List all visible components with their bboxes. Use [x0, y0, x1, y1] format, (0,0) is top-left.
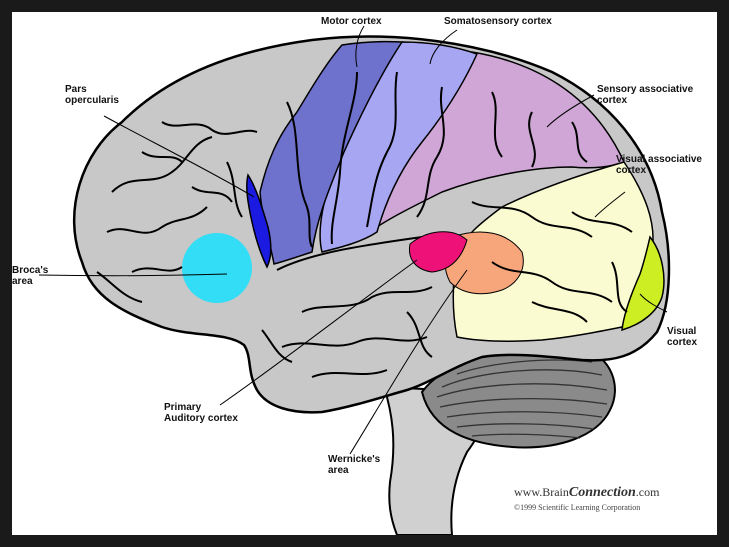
label-pars-opercularis-line1: Pars	[65, 84, 87, 95]
site-credit-suffix: .com	[635, 485, 660, 499]
label-visual-cortex-line2: cortex	[667, 337, 698, 348]
gyri-lines	[96, 71, 633, 378]
label-visual-associative-line1: Visual associative	[616, 154, 702, 165]
copyright-notice: ©1999 Scientific Learning Corporation	[514, 503, 641, 512]
label-motor-cortex: Motor cortex	[321, 16, 382, 27]
label-wernickes-area-line2: area	[328, 465, 349, 476]
motor-region	[259, 40, 404, 265]
brain-illustration	[38, 25, 671, 535]
label-primary-auditory-line2: Auditory cortex	[164, 413, 238, 424]
label-pars-opercularis: Pars opercularis	[65, 84, 119, 106]
diagram-frame: Motor cortex Somatosensory cortex Pars o…	[12, 12, 717, 535]
primary-auditory-region	[408, 231, 468, 273]
label-visual-associative-cortex: Visual associative cortex	[616, 154, 702, 176]
brocas-area-region	[182, 233, 252, 303]
label-visual-cortex-line1: Visual	[667, 326, 697, 337]
label-sensory-associative-cortex: Sensory associative cortex	[597, 84, 693, 106]
site-credit-brand: Connection	[568, 485, 636, 500]
pars-opercularis-region	[246, 173, 272, 269]
label-primary-auditory-cortex: Primary Auditory cortex	[164, 402, 238, 424]
label-wernickes-area-line1: Wernicke's	[328, 454, 381, 465]
label-sensory-associative-line2: cortex	[597, 95, 628, 106]
label-visual-cortex: Visual cortex	[667, 326, 697, 348]
cerebellum-folia	[436, 359, 608, 439]
label-brocas-area-line2: area	[12, 276, 33, 287]
leader-lines	[38, 25, 668, 455]
label-brocas-area-line1: Broca's	[12, 265, 49, 276]
visual-cortex-region	[621, 235, 665, 332]
label-visual-associative-line2: cortex	[616, 165, 647, 176]
label-somatosensory-cortex: Somatosensory cortex	[444, 16, 552, 27]
label-sensory-associative-line1: Sensory associative	[597, 84, 694, 95]
label-primary-auditory-line1: Primary	[164, 402, 202, 413]
site-credit-prefix: www.Brain	[514, 485, 569, 499]
label-pars-opercularis-line2: opercularis	[65, 95, 119, 106]
label-wernickes-area: Wernicke's area	[328, 454, 380, 476]
site-credit: www.BrainConnection.com	[514, 485, 659, 501]
label-brocas-area: Broca's area	[12, 265, 48, 287]
